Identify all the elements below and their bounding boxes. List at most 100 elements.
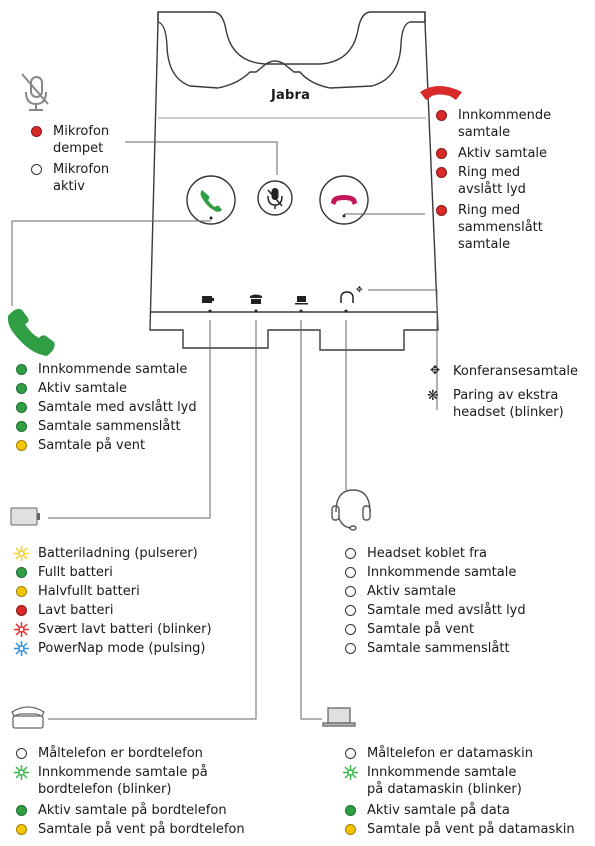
mute-button[interactable] — [257, 180, 293, 216]
legend-item: Aktiv samtale — [342, 583, 526, 602]
legend-item: Måltelefon er datamaskin — [342, 745, 575, 764]
legend-item-label: Innkommende samtale — [458, 108, 552, 140]
red-indicator-icon — [433, 107, 450, 124]
legend-item-label: Innkommende samtale — [38, 362, 188, 377]
green-indicator-icon — [13, 418, 30, 435]
star-green-indicator-icon — [13, 764, 30, 781]
legend-item: Innkommende samtale på bordtelefon (blin… — [13, 764, 245, 802]
legend-item: Samtale med avslått lyd — [342, 602, 526, 621]
legend-item-label: Headset koblet fra — [367, 546, 487, 561]
open-indicator-icon — [13, 745, 30, 762]
legend-item-label: Samtale med avslått lyd — [367, 603, 526, 618]
pairing-label: Paring av ekstra headset (blinker) — [453, 388, 564, 420]
open-indicator-icon — [342, 745, 359, 762]
legend-item: Samtale sammenslått — [342, 640, 526, 659]
legend-item: Innkommende samtale — [342, 564, 526, 583]
legend-item: Aktiv samtale — [13, 380, 197, 399]
star-yellow-indicator-icon — [13, 545, 30, 562]
legend-item: Samtale med avslått lyd — [13, 399, 197, 418]
red-indicator-icon — [433, 164, 450, 181]
legend-item: Headset koblet fra — [342, 545, 526, 564]
legend-item: Aktiv samtale på data — [342, 802, 575, 821]
legend-item: Innkommende samtale på datamaskin (blink… — [342, 764, 575, 802]
phone-green-icon — [7, 308, 55, 356]
yellow-indicator-icon — [13, 437, 30, 454]
legend-item-label: Samtale på vent — [367, 622, 475, 637]
green-indicator-icon — [13, 564, 30, 581]
legend-item-label: Samtale sammenslått — [38, 419, 181, 434]
star-red-indicator-icon — [13, 621, 30, 638]
svg-text:✥: ✥ — [430, 363, 440, 377]
yellow-indicator-icon — [13, 583, 30, 600]
brand-logo: Jabra — [271, 88, 311, 103]
legend-item: Samtale på vent på bordtelefon — [13, 821, 245, 840]
legend-item: Batteriladning (pulserer) — [13, 545, 212, 564]
computer-led-icon — [295, 296, 308, 313]
legend-item-label: Aktiv samtale — [367, 584, 457, 599]
legend-item-label: Mikrofon aktiv — [53, 162, 110, 194]
legend-item: Aktiv samtale — [433, 145, 551, 164]
open-indicator-icon — [28, 161, 45, 178]
legend-item-label: PowerNap mode (pulsing) — [38, 641, 206, 656]
legend-item-label: Innkommende samtale — [367, 565, 517, 580]
legend-item: Ring med avslått lyd — [433, 164, 551, 202]
open-indicator-icon — [342, 545, 359, 562]
legend-item-label: Ring med avslått lyd — [458, 165, 526, 197]
legend-item-label: Mikrofon dempet — [53, 124, 110, 156]
headset-icon — [331, 489, 371, 531]
legend-item: Innkommende samtale — [433, 107, 551, 145]
yellow-indicator-icon — [342, 821, 359, 838]
red-indicator-icon — [433, 145, 450, 162]
star-green-indicator-icon — [342, 764, 359, 781]
legend-item-label: Innkommende samtale på datamaskin (blink… — [367, 765, 522, 797]
legend-item: Samtale sammenslått — [13, 418, 197, 437]
legend-item-label: Svært lavt batteri (blinker) — [38, 622, 212, 637]
open-indicator-icon — [342, 564, 359, 581]
pairing-icon: ❋ — [427, 388, 439, 404]
legend-item-label: Aktiv samtale på bordtelefon — [38, 803, 227, 818]
call-answer-button[interactable] — [186, 175, 236, 225]
open-indicator-icon — [342, 583, 359, 600]
legend-item-label: Lavt batteri — [38, 603, 114, 618]
computer-icon — [322, 707, 356, 727]
legend-item-label: Samtale med avslått lyd — [38, 400, 197, 415]
green-indicator-icon — [13, 380, 30, 397]
legend-item-label: Måltelefon er datamaskin — [367, 746, 533, 761]
legend-item: Innkommende samtale — [13, 361, 197, 380]
legend-item: Aktiv samtale på bordtelefon — [13, 802, 245, 821]
legend-item-label: Batteriladning (pulserer) — [38, 546, 198, 561]
svg-text:✥: ✥ — [356, 285, 363, 294]
red-indicator-icon — [13, 602, 30, 619]
legend-item: Svært lavt batteri (blinker) — [13, 621, 212, 640]
battery-icon — [10, 507, 40, 526]
battery-led-icon — [202, 296, 214, 313]
red-indicator-icon — [433, 202, 450, 219]
green-indicator-icon — [13, 802, 30, 819]
call-end-button[interactable] — [319, 175, 369, 225]
legend-item-label: Ring med sammenslått samtale — [458, 203, 543, 252]
open-indicator-icon — [342, 602, 359, 619]
legend-item: Samtale på vent på datamaskin — [342, 821, 575, 840]
legend-item: Mikrofon aktiv — [28, 161, 109, 199]
deskphone-icon — [11, 706, 45, 729]
base-station — [149, 11, 439, 351]
legend-item: Mikrofon dempet — [28, 123, 109, 161]
legend-item-label: Aktiv samtale på data — [367, 803, 510, 818]
legend-item-label: Innkommende samtale på bordtelefon (blin… — [38, 765, 208, 797]
green-indicator-icon — [13, 361, 30, 378]
deskphone-led-icon — [250, 294, 262, 313]
green-indicator-icon — [342, 802, 359, 819]
red-indicator-icon — [28, 123, 45, 140]
legend-item-label: Samtale på vent på datamaskin — [367, 822, 575, 837]
svg-text:❋: ❋ — [427, 388, 439, 404]
phone-red-icon — [420, 86, 462, 100]
microphone-muted-icon — [21, 73, 49, 111]
open-indicator-icon — [342, 640, 359, 657]
star-blue-indicator-icon — [13, 640, 30, 657]
